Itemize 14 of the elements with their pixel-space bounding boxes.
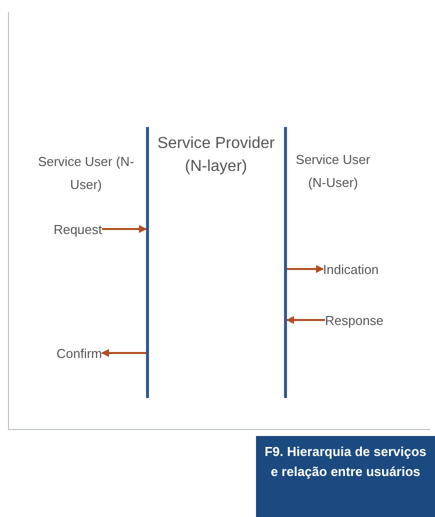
entity-label: Service Provider (N-layer) [156, 134, 276, 177]
arrow [102, 225, 147, 233]
message-label: Indication [323, 259, 407, 279]
arrow [286, 316, 325, 324]
arrow [287, 265, 324, 273]
message-label: Request [30, 219, 102, 239]
entity-label: Service User (N-User) [36, 153, 136, 194]
arrow [101, 349, 146, 357]
caption-panel: F9. Hierarquia de serviços e relação entre usuários [256, 436, 435, 517]
message-label: Response [325, 310, 415, 330]
message-label: Confirm [34, 343, 102, 363]
entity-label: Service User (N-User) [294, 151, 372, 192]
service-boundary-line [146, 127, 149, 398]
service-boundary-line [284, 127, 287, 398]
